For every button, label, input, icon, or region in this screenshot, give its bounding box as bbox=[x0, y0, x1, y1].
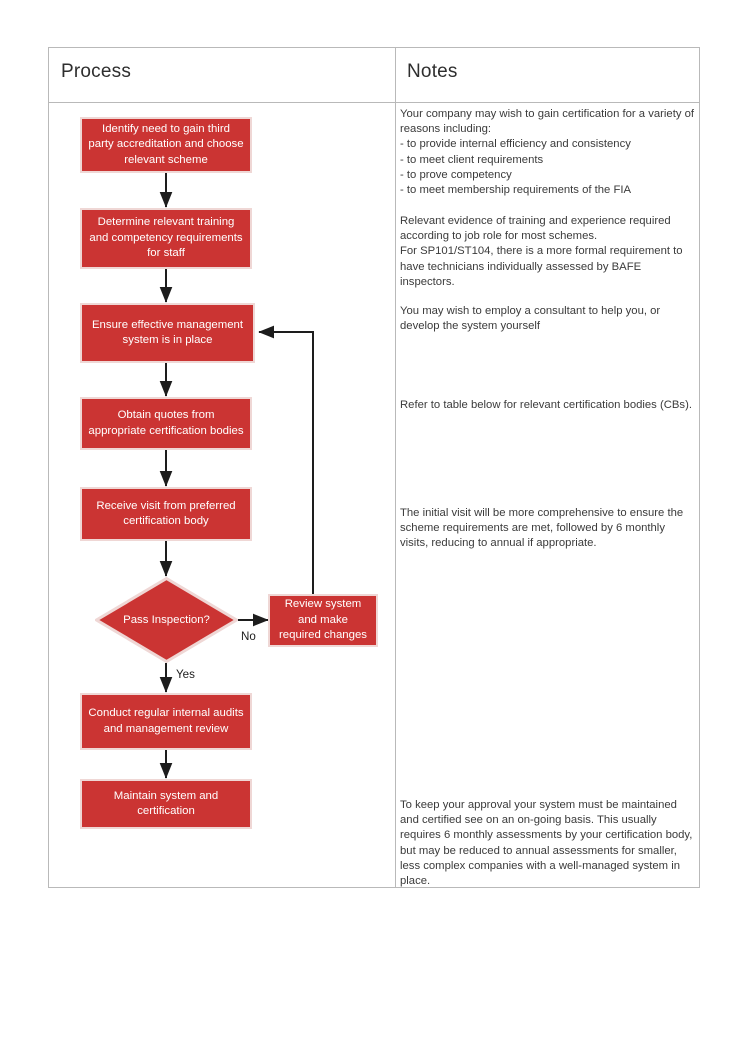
flow-node-visit[interactable]: Receive visit from preferred certificati… bbox=[80, 487, 252, 541]
note-maintain-approval: To keep your approval your system must b… bbox=[400, 799, 693, 888]
flow-node-ensure[interactable]: Ensure effective management system is in… bbox=[80, 303, 255, 363]
flow-node-pass-inspection-label: Pass Inspection? bbox=[123, 614, 210, 626]
note-initial-visit: The initial visit will be more comprehen… bbox=[400, 507, 684, 550]
header-row-divider bbox=[49, 102, 699, 103]
flow-node-audits[interactable]: Conduct regular internal audits and mana… bbox=[80, 693, 252, 750]
note-certification-bodies: Refer to table below for relevant certif… bbox=[400, 399, 692, 411]
flow-node-review[interactable]: Review system and make required changes bbox=[268, 594, 378, 647]
flow-node-maintain[interactable]: Maintain system and certification bbox=[80, 779, 252, 829]
note-training: Relevant evidence of training and experi… bbox=[400, 215, 683, 288]
column-header-notes: Notes bbox=[407, 61, 458, 82]
flow-node-determine[interactable]: Determine relevant training and competen… bbox=[80, 208, 252, 269]
edge-label-yes: Yes bbox=[176, 668, 195, 681]
note-consultant: You may wish to employ a consultant to h… bbox=[400, 305, 661, 333]
column-divider bbox=[395, 48, 396, 887]
flow-node-quotes[interactable]: Obtain quotes from appropriate certifica… bbox=[80, 397, 252, 450]
column-header-process: Process bbox=[61, 61, 132, 82]
edge-label-no: No bbox=[241, 630, 256, 643]
note-reasons: Your company may wish to gain certificat… bbox=[400, 108, 695, 197]
process-notes-table: Process Notes bbox=[48, 47, 700, 888]
flow-node-identify[interactable]: Identify need to gain third party accred… bbox=[80, 117, 252, 173]
flow-node-pass-inspection[interactable]: Pass Inspection? bbox=[95, 577, 238, 663]
